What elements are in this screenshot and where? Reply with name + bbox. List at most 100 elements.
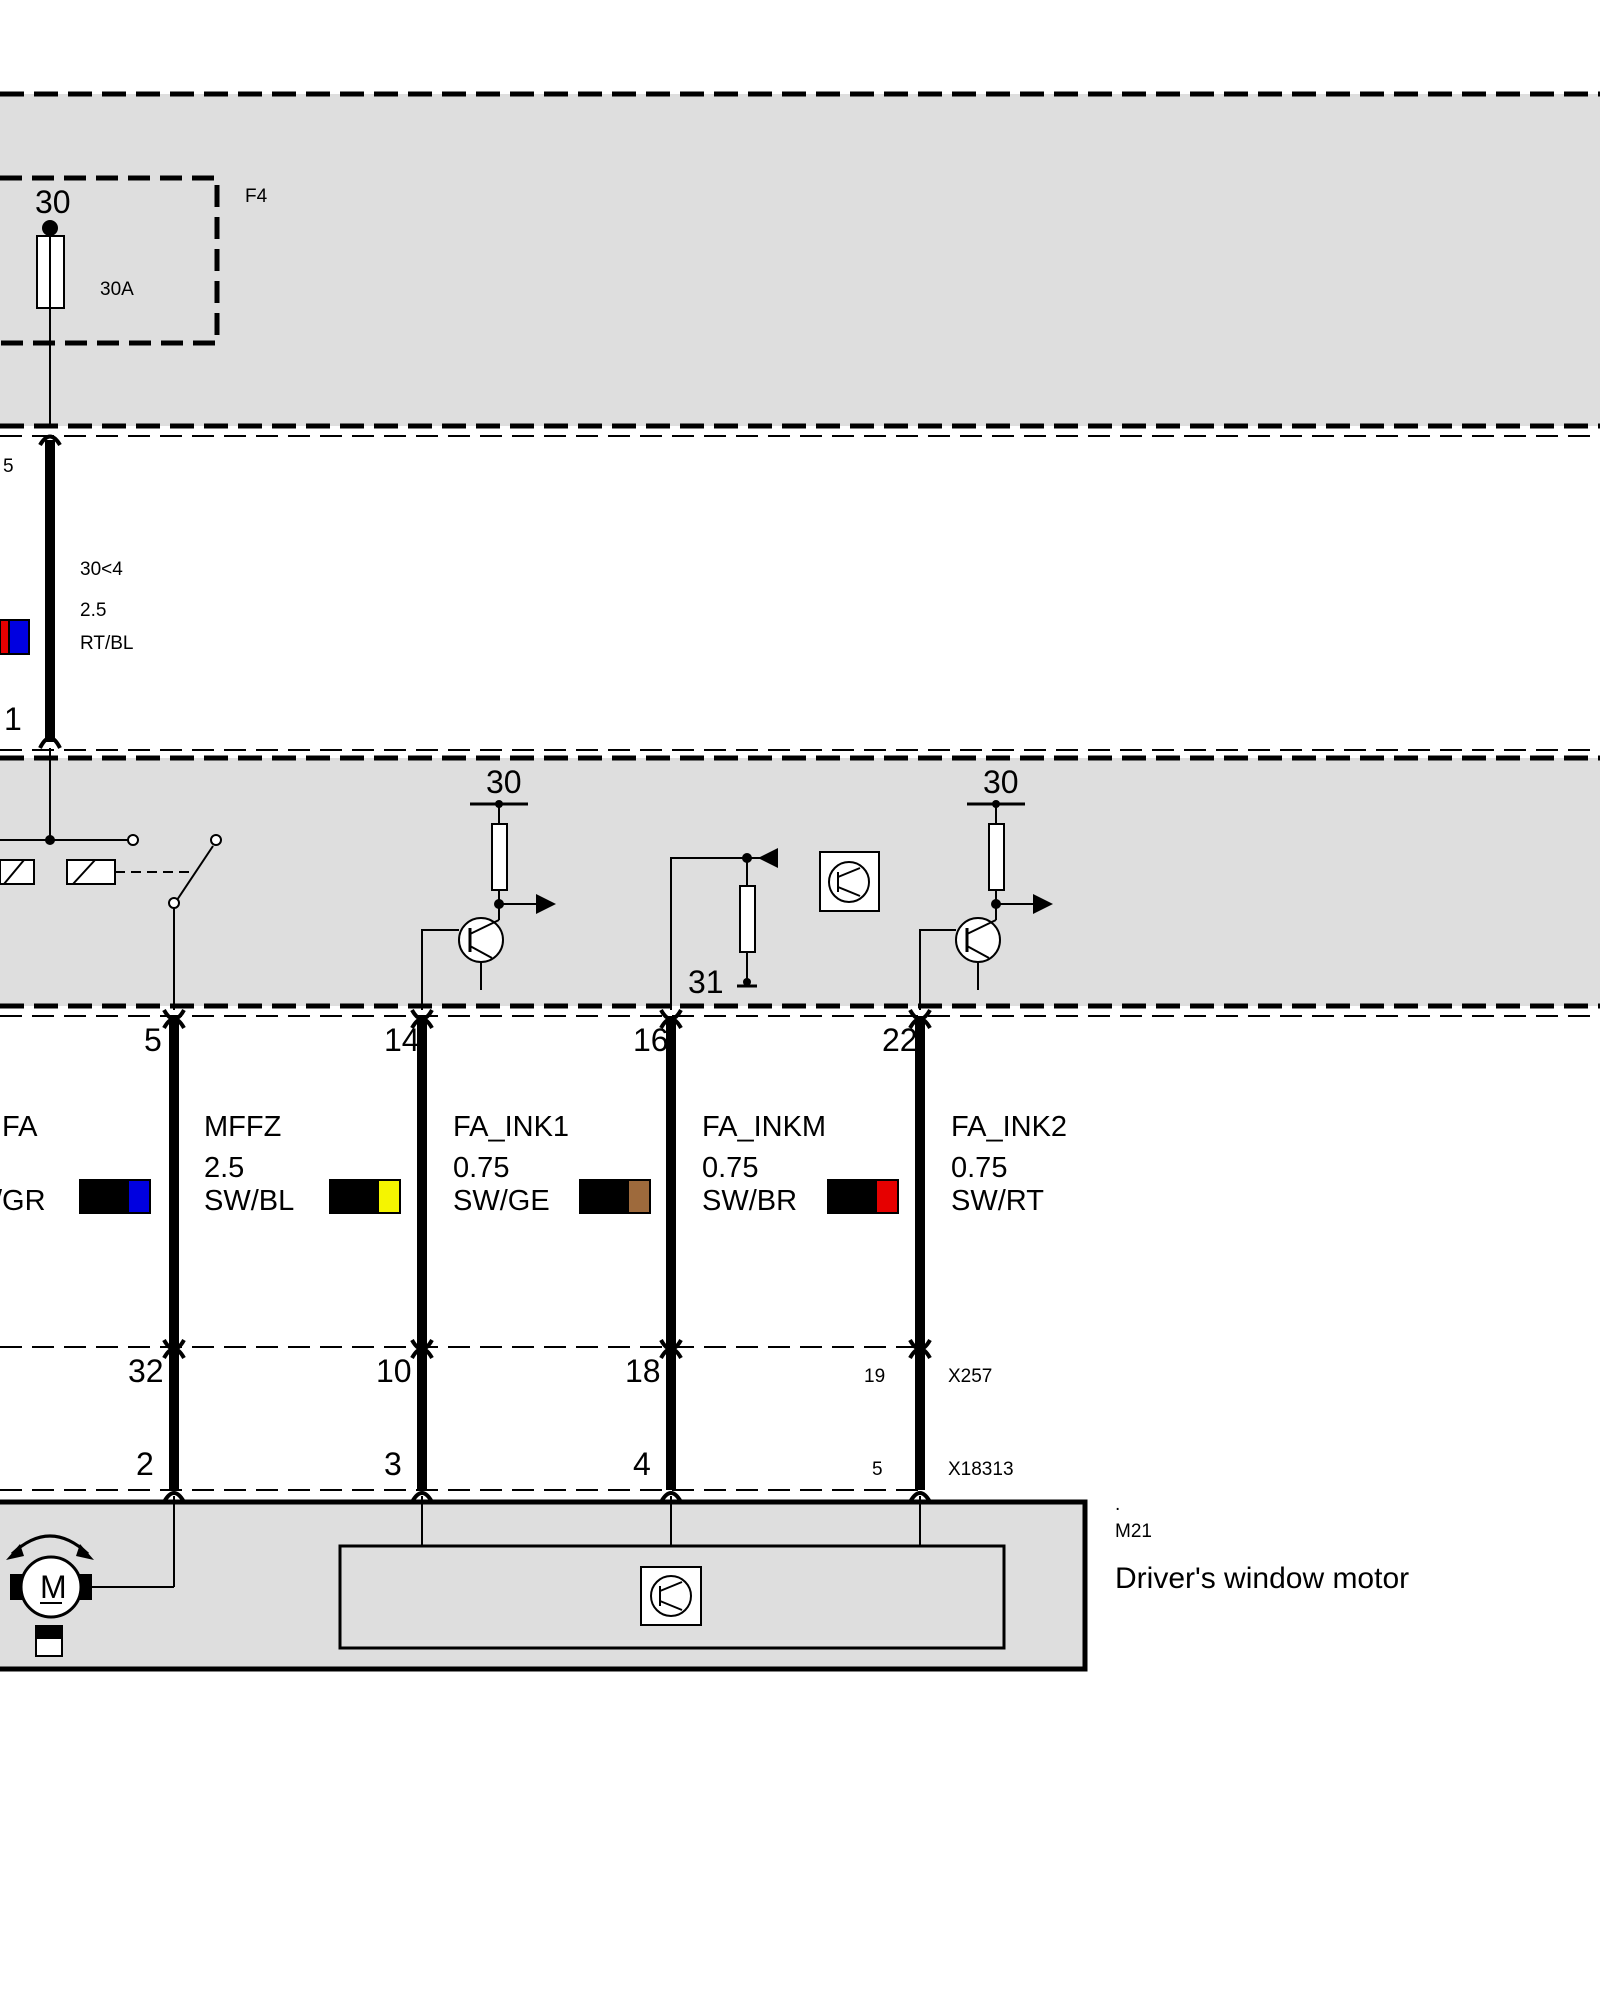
relay-coil-left-slash	[3, 859, 25, 885]
motor-hall-sensor-fill	[36, 1626, 62, 1639]
fuse-box-panel: 30 F4 30A	[0, 91, 1600, 437]
connector-pin-1: 10	[376, 1353, 412, 1389]
transistor-output-lead-1	[421, 929, 459, 1010]
input-pullup-section: 31	[670, 848, 880, 1010]
feed-wire-gauge: 2.5	[80, 600, 106, 621]
relay	[0, 748, 222, 1010]
fuse-enclosure	[0, 175, 220, 346]
wire-terminal-top-icon-3-0	[908, 1008, 932, 1021]
feed-wire: 5 30<4 2.5 RT/BL 1	[0, 434, 134, 749]
fuse-rating-label: 30A	[100, 279, 134, 300]
wire-terminal-top-icon-1-0	[410, 1008, 434, 1021]
transistor-driver-1: 30	[421, 764, 556, 1010]
connector-pin-2: 18	[625, 1353, 661, 1389]
wire-name-4: FA_INK2	[951, 1111, 1067, 1143]
wire-color-code-0: /GR	[0, 1185, 46, 1217]
motor-electronics-symbol-collector	[659, 1581, 683, 1592]
switch-contact-bottom	[168, 897, 180, 909]
wire-color-code-3: SW/BR	[702, 1185, 797, 1217]
connector-pin-0: 32	[128, 1353, 164, 1389]
wire-name-0: FA	[2, 1111, 38, 1143]
module-pin-3: 22	[882, 1022, 918, 1058]
transistor-driver-2: 30	[919, 764, 1053, 1010]
wire-color-swatch-0-stripe	[127, 1179, 151, 1214]
wire-color-swatch-0-primary	[79, 1179, 129, 1214]
feed-wire-color-swatch-blue	[8, 619, 30, 655]
control-module-panel: 30 31	[0, 748, 1600, 1017]
fuse-terminal-label: 30	[35, 184, 71, 220]
feed-wire-circuit: 30<4	[80, 559, 123, 580]
wire-color-swatch-2-primary	[579, 1179, 629, 1214]
wire-color-code-4: SW/RT	[951, 1185, 1044, 1217]
pullup-resistor-icon-1	[491, 823, 508, 891]
feed-wire-pin-bottom: 1	[4, 701, 22, 737]
fuse-box-background	[0, 94, 1600, 426]
wire-terminal-icon-0-2	[162, 1491, 186, 1504]
module-pin-1: 14	[384, 1022, 420, 1058]
relay-contact-fixed	[127, 834, 139, 846]
electronics-symbol-circle	[828, 861, 870, 903]
wire-terminal-top-icon-1-1	[410, 1338, 434, 1351]
connector-x257-label: X257	[948, 1366, 992, 1387]
component-id: M21	[1115, 1521, 1152, 1542]
wire-color-swatch-3-primary	[827, 1179, 877, 1214]
transistor-output-lead-2	[919, 929, 956, 1010]
wire-gauge-1: 2.5	[204, 1152, 244, 1184]
wire-terminal-icon-3-2	[908, 1491, 932, 1504]
transistor-emitter-2	[966, 945, 990, 959]
electronics-symbol-emitter	[837, 886, 861, 897]
wire-terminal-top-icon-2-1	[659, 1338, 683, 1351]
feed-wire-pin-top: 5	[3, 456, 14, 477]
wire-name-1: MFFZ	[204, 1111, 281, 1143]
wire-color-swatch-1-primary	[329, 1179, 379, 1214]
wire-terminal-icon-2-2	[659, 1491, 683, 1504]
ground-node	[743, 978, 751, 986]
feed-wire-bottom-terminal-icon	[38, 736, 62, 749]
module-pin-2: 16	[633, 1022, 669, 1058]
component-dot: .	[1115, 1494, 1120, 1515]
connector-pin-3: 19	[864, 1366, 885, 1387]
motor-pin-3: 5	[872, 1459, 883, 1480]
wire-color-code-2: SW/GE	[453, 1185, 550, 1217]
resistor-icon	[739, 885, 756, 953]
wire-terminal-top-icon-2-0	[659, 1008, 683, 1021]
control-module-background	[0, 758, 1600, 1006]
pullup-resistor-icon-2	[988, 823, 1005, 891]
transistor-icon-1	[458, 917, 504, 963]
motor-rotation-arrowhead-right	[76, 1544, 94, 1560]
feed-wire-top-terminal-icon	[38, 434, 62, 447]
component-name: Driver's window motor	[1115, 1562, 1409, 1595]
motor-pin-2: 4	[633, 1446, 651, 1482]
transistor-collector-2	[966, 919, 997, 935]
switch-contact-top	[210, 834, 222, 846]
motor-electronics-symbol-emitter	[659, 1600, 683, 1611]
output-arrow-icon-1	[536, 894, 556, 914]
motor-symbol-label: M	[40, 1569, 67, 1605]
input-lead	[670, 857, 747, 1010]
feed-wire-color-code: RT/BL	[80, 633, 134, 654]
supply-label-2: 30	[983, 764, 1019, 800]
input-arrow-icon	[758, 848, 778, 868]
wire-color-swatch-1-stripe	[377, 1179, 401, 1214]
wire-terminal-top-icon-3-1	[908, 1338, 932, 1351]
ground-label: 31	[688, 964, 724, 1000]
wire-name-3: FA_INKM	[702, 1111, 826, 1143]
feed-wire-color-swatch-red	[0, 619, 10, 655]
wire-harness: X257 X18313 FA/GR5322MFFZ2.5SW/BL14103FA…	[0, 1008, 1067, 1504]
wire-gauge-2: 0.75	[453, 1152, 509, 1184]
wire-terminal-icon-1-2	[410, 1491, 434, 1504]
connector-x18313-label: X18313	[948, 1459, 1014, 1480]
module-pin-0: 5	[144, 1022, 162, 1058]
motor-icon: M	[6, 1496, 175, 1657]
output-arrow-icon-2	[1033, 894, 1053, 914]
motor-housing	[0, 1499, 1088, 1672]
relay-junction-dot	[45, 835, 55, 845]
motor-component: M . M21 Driver's window motor	[0, 1494, 1409, 1672]
transistor-icon-2	[955, 917, 1001, 963]
electronics-symbol-collector	[837, 867, 861, 878]
motor-pin-1: 3	[384, 1446, 402, 1482]
transistor-emitter-1	[469, 945, 493, 959]
motor-pin-0: 2	[136, 1446, 154, 1482]
relay-coil-icon-left	[0, 859, 35, 885]
